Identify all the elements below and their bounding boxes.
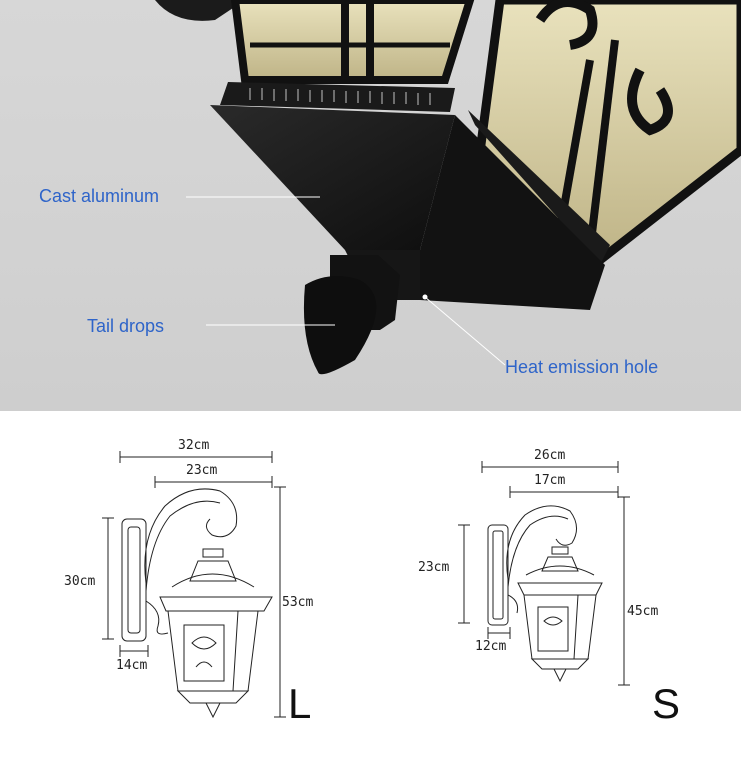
size-letter-small: S [652, 680, 681, 727]
large-bracket-height: 30cm [64, 574, 96, 589]
small-lantern-width: 17cm [534, 473, 566, 488]
large-lantern-width: 23cm [186, 463, 218, 478]
large-total-height: 53cm [282, 595, 314, 610]
size-letter-large: L [288, 680, 312, 727]
product-photo: Cast aluminum Tail drops Heat emission h… [0, 0, 741, 411]
dimension-drawings [102, 451, 630, 719]
small-projection: 12cm [475, 639, 507, 654]
lamp-closeup-illustration [155, 0, 741, 375]
large-total-width: 32cm [178, 438, 210, 453]
callout-cast-aluminum: Cast aluminum [39, 186, 160, 206]
small-bracket-height: 23cm [418, 560, 450, 575]
dimension-diagrams: 32cm 23cm 30cm 53cm 14cm L 26cm 17cm 23c… [0, 411, 741, 769]
small-total-width: 26cm [534, 448, 566, 463]
small-total-height: 45cm [627, 604, 659, 619]
callout-heat-emission-hole: Heat emission hole [505, 357, 659, 377]
callout-tail-drops: Tail drops [87, 316, 165, 336]
large-projection: 14cm [116, 658, 148, 673]
